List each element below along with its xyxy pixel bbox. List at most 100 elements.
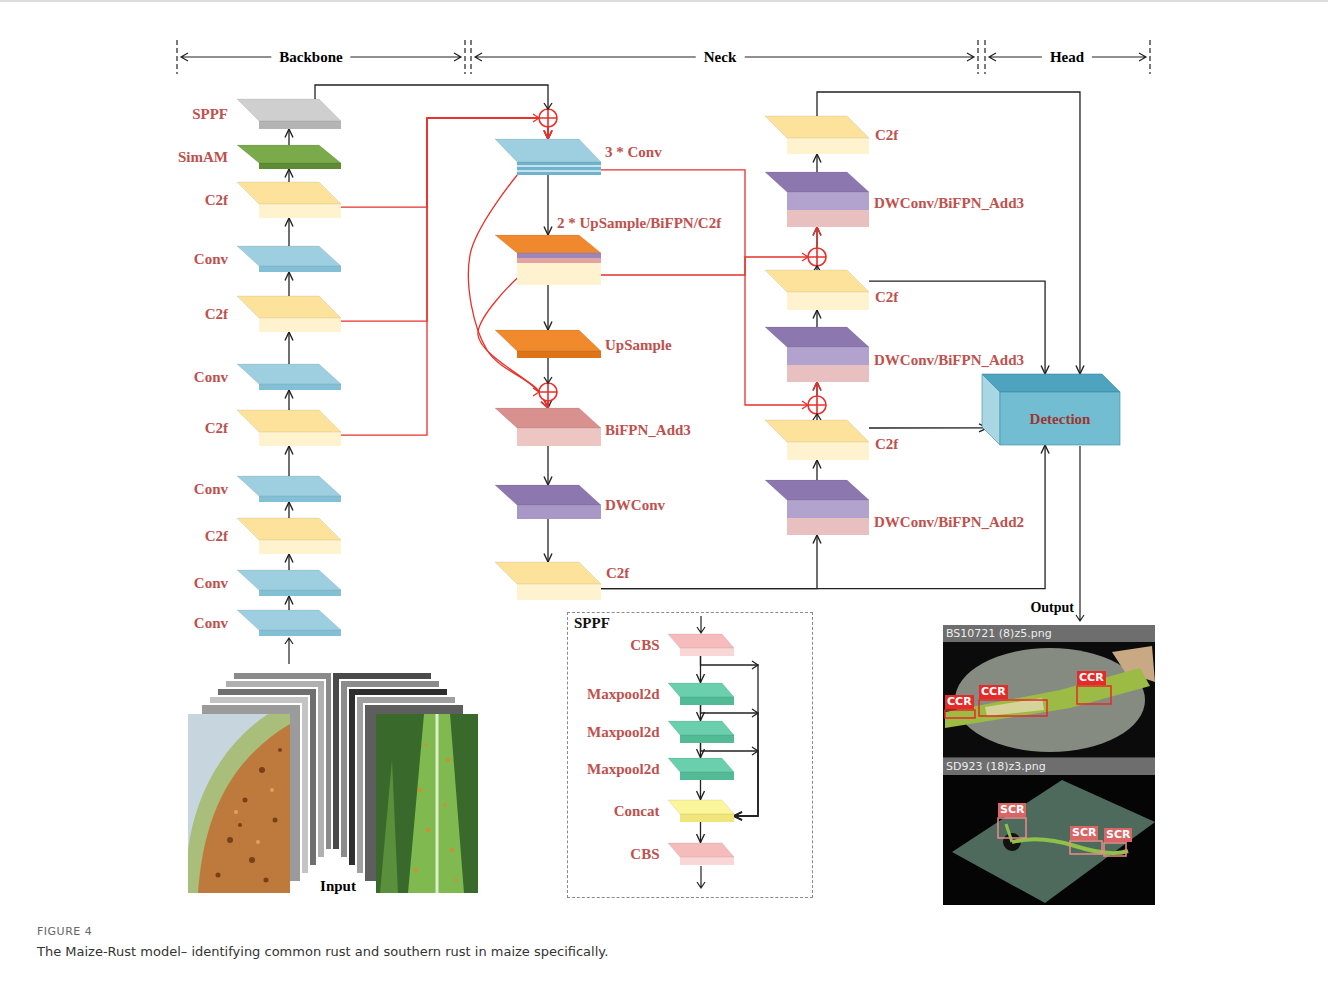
- layer-label: C2f: [205, 528, 228, 545]
- layer-face: [765, 420, 869, 442]
- output-image: [943, 642, 1155, 757]
- layer-face: [237, 246, 341, 266]
- layer-face: [680, 772, 734, 780]
- layer-face: [517, 258, 601, 263]
- layer-face: [517, 428, 601, 446]
- layer-block: CBS: [668, 843, 734, 865]
- connector: [547, 175, 548, 235]
- connector: [547, 285, 548, 330]
- connector: [816, 310, 817, 327]
- file-name: BS10721 (8)z5.png: [946, 627, 1052, 641]
- connector: [315, 85, 548, 139]
- layer-face: [765, 270, 869, 292]
- layer-label: Maxpool2d: [587, 760, 660, 777]
- rust-leaf-image: [278, 748, 282, 752]
- connector: [288, 390, 289, 410]
- layer-face: [787, 500, 869, 518]
- layer-graphic: [495, 408, 601, 446]
- layer-block: Maxpool2d: [668, 721, 734, 743]
- output-image: [979, 700, 1047, 716]
- layer-block: BiFPN_Add3: [495, 408, 601, 446]
- layer-face: [259, 266, 341, 272]
- figure-border: [0, 1, 1328, 2]
- head-label: Detection: [1030, 410, 1091, 427]
- layer-block: Maxpool2d: [668, 758, 734, 780]
- layer-block: C2f: [765, 270, 869, 310]
- layer-face: [787, 192, 869, 210]
- layer-face: [237, 99, 341, 121]
- rust-leaf-image: [227, 837, 233, 843]
- output-image: [943, 758, 1155, 775]
- rust-leaf-image: [234, 788, 274, 844]
- layer-label: C2f: [875, 289, 898, 306]
- arrow-head: [533, 114, 539, 122]
- layer-graphic: [237, 99, 341, 129]
- rust-leaf-image: [188, 714, 290, 893]
- layer-face: [787, 292, 869, 310]
- connector: [288, 446, 289, 476]
- module-title: SPPF: [574, 615, 610, 632]
- arrow-head: [802, 253, 808, 261]
- output-image: [1006, 824, 1012, 842]
- layer-face: [765, 480, 869, 500]
- connector: [601, 445, 1045, 589]
- layer-graphic: [765, 480, 869, 535]
- layer-block: DWConv: [495, 485, 601, 519]
- layer-face: [495, 485, 601, 505]
- rust-leaf-image: [188, 714, 290, 893]
- layer-label: UpSample: [605, 337, 672, 354]
- sppf-io-arrow: [697, 866, 705, 888]
- green-leaf-image: [443, 803, 446, 806]
- layer-face: [237, 476, 341, 496]
- output-arrow: [1076, 446, 1084, 621]
- layer-face: [668, 800, 734, 814]
- green-leaf-image: [414, 743, 458, 881]
- arrow-head: [544, 377, 552, 383]
- rust-leaf-image: [198, 724, 290, 893]
- layer-label: Conv: [194, 369, 228, 386]
- layer-label: Concat: [614, 802, 660, 819]
- layer-block: SimAM: [237, 145, 341, 169]
- rust-leaf-image: [264, 878, 269, 883]
- section-bracket: [177, 40, 1150, 74]
- layer-label: BiFPN_Add3: [605, 422, 691, 439]
- section-bracket: [177, 40, 1150, 74]
- sppf-module: SPPFCBSMaxpool2dMaxpool2dMaxpool2dConcat…: [567, 612, 813, 898]
- layer-label: SimAM: [178, 149, 228, 166]
- connector: [341, 118, 548, 435]
- connector: [601, 535, 817, 589]
- layer-face: [237, 296, 341, 318]
- head-box-graphic: [982, 374, 1120, 445]
- layer-block: C2f: [237, 410, 341, 446]
- output-image: [1077, 686, 1111, 704]
- layer-label: 3 * Conv: [605, 144, 662, 161]
- layer-face: [765, 172, 869, 192]
- output-arrow: [1076, 446, 1084, 621]
- layer-label: CBS: [630, 845, 659, 862]
- layer-face: [495, 562, 601, 584]
- layer-face: [259, 121, 341, 129]
- layer-label: DWConv: [605, 497, 665, 514]
- connector: [547, 446, 548, 485]
- layer-face: [237, 410, 341, 432]
- layer-graphic: [237, 246, 341, 272]
- input-arrow: [285, 638, 293, 664]
- layer-face: [495, 330, 601, 351]
- layer-face: [259, 496, 341, 502]
- figure-border: [0, 1, 1328, 2]
- layer-face: [495, 235, 601, 253]
- layer-face: [517, 167, 601, 170]
- output-image: [943, 625, 1155, 905]
- rust-leaf-image: [234, 810, 238, 814]
- green-leaf-image: [426, 828, 430, 832]
- layer-graphic: [237, 182, 341, 218]
- layer-face: [237, 518, 341, 540]
- layer-face: [680, 648, 734, 656]
- layer-face: [787, 210, 869, 227]
- layer-block: C2f: [237, 296, 341, 332]
- layer-label: C2f: [205, 420, 228, 437]
- layer-graphic: [495, 330, 601, 358]
- layer-face: [787, 365, 869, 382]
- rust-leaf-image: [270, 788, 274, 792]
